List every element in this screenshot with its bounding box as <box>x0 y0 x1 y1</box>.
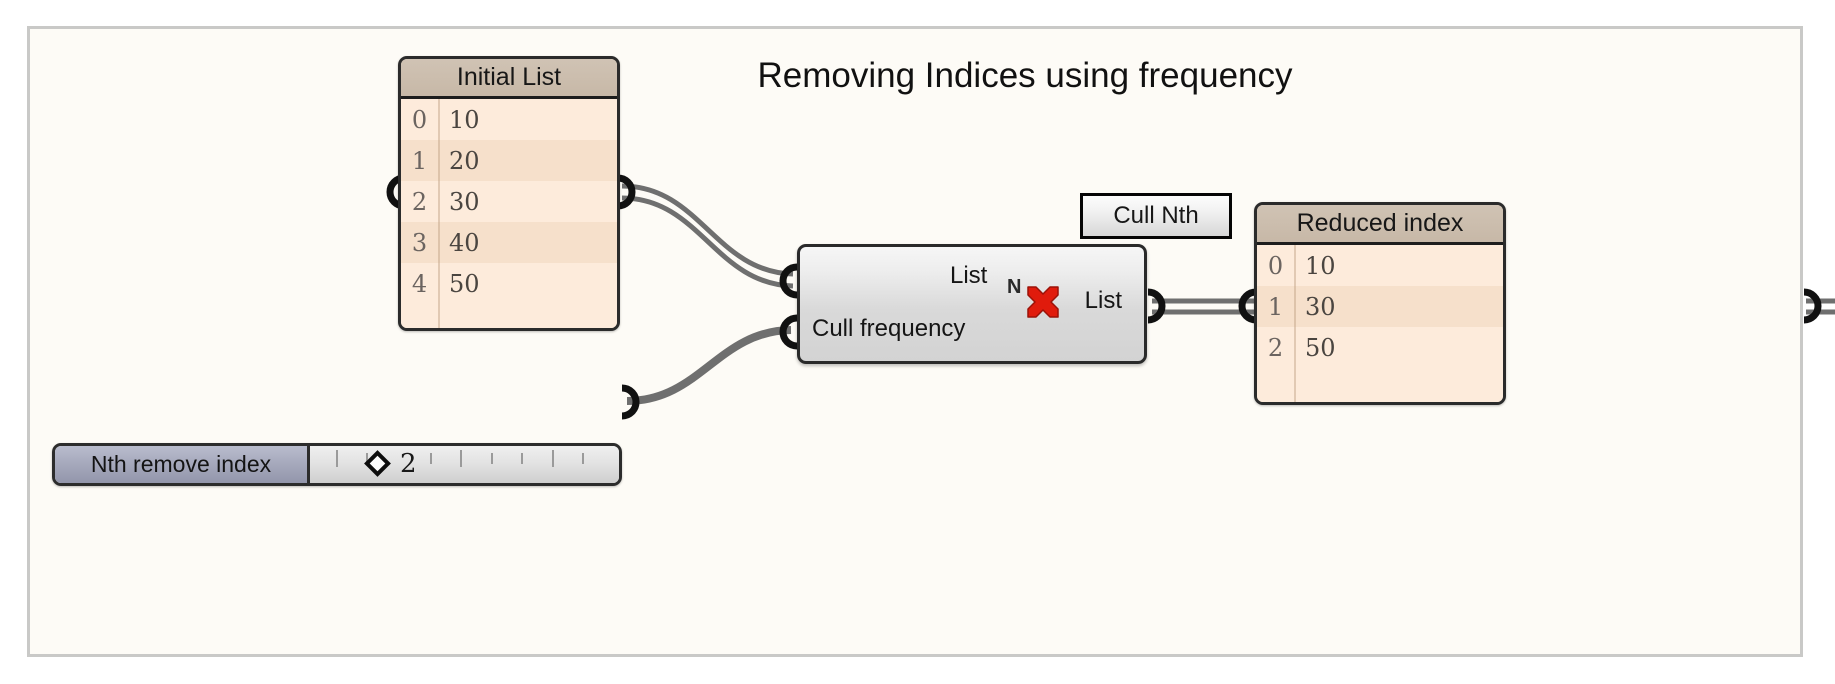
tooltip-cull-nth: Cull Nth <box>1080 193 1232 239</box>
panel-empty-area <box>401 304 617 328</box>
list-item-value: 30 <box>449 187 480 216</box>
port-label-output-list: List <box>1084 287 1122 314</box>
slider-tick <box>521 453 523 464</box>
list-item-index: 3 <box>411 228 428 257</box>
panel-initial-list-body: 0 10 1 20 2 30 3 40 4 50 <box>401 99 617 328</box>
list-item[interactable]: 4 50 <box>401 263 617 304</box>
list-item-value: 10 <box>449 105 480 134</box>
slider-tick <box>460 450 462 467</box>
panel-reduced-index-header: Reduced index <box>1257 205 1503 245</box>
slider-tick <box>430 453 432 464</box>
list-item[interactable]: 0 10 <box>401 99 617 140</box>
port-reduced-index-output <box>1803 288 1822 324</box>
slider-handle[interactable] <box>364 450 391 477</box>
list-item[interactable]: 1 20 <box>401 140 617 181</box>
port-label-input-list: List <box>950 262 988 289</box>
slider-track[interactable]: 2 <box>310 446 619 483</box>
panel-reduced-index[interactable]: Reduced index 0 10 1 30 2 50 <box>1254 202 1506 405</box>
slider-label: Nth remove index <box>55 446 310 483</box>
wire-reduced-index-output-stub <box>1806 298 1835 315</box>
slider-tick <box>582 453 584 464</box>
list-item[interactable]: 2 50 <box>1257 327 1503 368</box>
svg-text:N: N <box>1007 276 1021 298</box>
node-cull-nth[interactable]: List Cull frequency List N <box>797 244 1147 364</box>
panel-column-divider <box>438 99 440 328</box>
list-item-value: 20 <box>449 146 480 175</box>
list-item[interactable]: 2 30 <box>401 181 617 222</box>
panel-initial-list[interactable]: Initial List 0 10 1 20 2 30 3 40 4 50 <box>398 56 620 331</box>
panel-empty-area <box>1257 368 1503 402</box>
slider-tick <box>366 453 368 464</box>
list-item-value: 30 <box>1305 292 1336 321</box>
panel-column-divider <box>1294 245 1296 402</box>
list-item[interactable]: 3 40 <box>401 222 617 263</box>
page-title: Removing Indices using frequency <box>757 56 1293 95</box>
cull-nth-red-x-icon: N <box>1007 276 1059 318</box>
list-item-value: 40 <box>449 228 480 257</box>
panel-initial-list-header: Initial List <box>401 59 617 99</box>
list-item-index: 2 <box>411 187 428 216</box>
list-item-index: 4 <box>411 269 428 298</box>
list-item[interactable]: 1 30 <box>1257 286 1503 327</box>
port-label-input-cull-frequency: Cull frequency <box>812 315 966 342</box>
list-item-value: 50 <box>449 269 480 298</box>
list-item-value: 50 <box>1305 333 1336 362</box>
slider-tick <box>336 450 338 467</box>
list-item-index: 1 <box>1267 292 1284 321</box>
list-item-value: 10 <box>1305 251 1336 280</box>
panel-reduced-index-body: 0 10 1 30 2 50 <box>1257 245 1503 402</box>
slider-tick <box>491 453 493 464</box>
list-item-index: 2 <box>1267 333 1284 362</box>
list-item-index: 1 <box>411 146 428 175</box>
list-item-index: 0 <box>411 105 428 134</box>
list-item[interactable]: 0 10 <box>1257 245 1503 286</box>
slider-value: 2 <box>400 449 417 479</box>
slider-tick <box>552 450 554 467</box>
list-item-index: 0 <box>1267 251 1284 280</box>
number-slider-nth-remove-index[interactable]: Nth remove index 2 <box>52 443 622 486</box>
